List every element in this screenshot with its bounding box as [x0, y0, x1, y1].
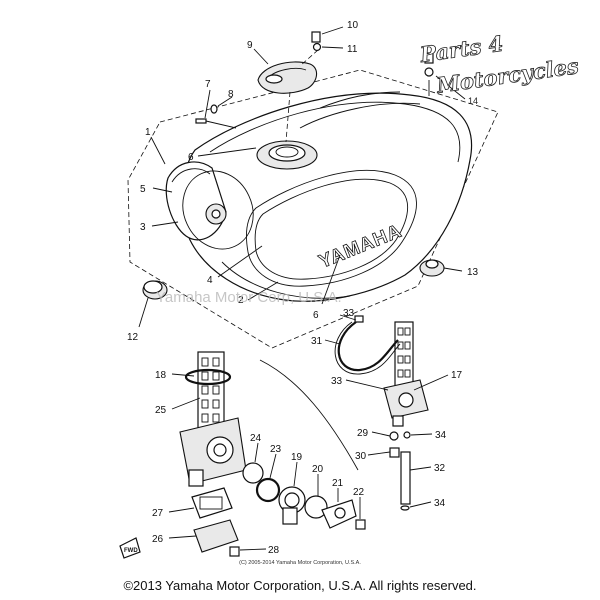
- logo-side-parts: [424, 52, 434, 96]
- fuel-hose-31: [337, 321, 399, 372]
- gasket-27: [191, 487, 233, 519]
- tank-cap-12: [142, 280, 168, 300]
- callout-25: 25: [155, 405, 167, 416]
- gasket-24: [242, 462, 264, 484]
- cup-26: [193, 519, 239, 553]
- callout-6a: 6: [188, 152, 194, 163]
- callout-8: 8: [228, 89, 234, 100]
- callout-34a: 34: [435, 430, 447, 441]
- fuel-pipe-32: [400, 451, 411, 505]
- callout-12: 12: [127, 332, 139, 343]
- logo-line1: Parts 4: [418, 31, 505, 67]
- callout-32: 32: [434, 463, 446, 474]
- diagram-copyright-small: (C) 2005-2014 Yamaha Motor Corporation, …: [239, 560, 361, 566]
- fuel-tank: YAMAHA: [165, 91, 473, 302]
- screw-30: [389, 447, 400, 458]
- washer-29: [389, 431, 399, 441]
- clip-33: [354, 315, 364, 323]
- callout-18: 18: [155, 370, 167, 381]
- callout-29: 29: [357, 428, 369, 439]
- callout-20: 20: [312, 464, 324, 475]
- callout-30: 30: [355, 451, 367, 462]
- callout-22: 22: [353, 487, 365, 498]
- callout-10: 10: [347, 20, 359, 31]
- callout-numbers: 1 2 3 4 5 6 6 7 8 9 10 11 12 13 17 18 19…: [127, 20, 479, 556]
- callout-2: 2: [238, 295, 244, 306]
- fuel-cock-left: FWD: [119, 351, 366, 559]
- cap-screw: [311, 31, 321, 43]
- callout-19: 19: [291, 452, 303, 463]
- screw-22: [355, 519, 366, 530]
- callout-13: 13: [467, 267, 479, 278]
- callout-31: 31: [311, 336, 323, 347]
- fwd-label: FWD: [124, 548, 138, 554]
- leader-lines: [138, 26, 466, 551]
- callout-33b: 33: [331, 376, 343, 387]
- oring-18: [184, 368, 232, 386]
- parts4motorcycles-logo: Parts 4 Motorcycles 14: [417, 30, 580, 106]
- callout-4: 4: [207, 275, 213, 286]
- fuel-cap-assembly: [257, 31, 322, 143]
- callout-17: 17: [451, 370, 463, 381]
- cap-washer: [312, 42, 322, 52]
- callout-1: 1: [145, 127, 151, 138]
- callout-11: 11: [347, 44, 358, 55]
- lever-19: [278, 486, 306, 525]
- callout-5: 5: [140, 184, 146, 195]
- copyright-footer: ©2013 Yamaha Motor Corporation, U.S.A. A…: [123, 578, 477, 593]
- callout-28: 28: [268, 545, 280, 556]
- fwd-arrow: [119, 537, 141, 559]
- screw-28: [229, 546, 240, 557]
- wave-washer-20: [304, 495, 328, 519]
- callout-33a: 33: [343, 308, 355, 319]
- callout-23: 23: [270, 444, 282, 455]
- callout-26: 26: [152, 534, 164, 545]
- callout-9: 9: [247, 40, 253, 51]
- watermark: Yamaha Motor Corp, U.S.A.: [156, 289, 342, 306]
- bolt-washer: [195, 104, 237, 129]
- damper-13: [419, 259, 445, 277]
- clip-34a: [403, 431, 411, 439]
- callout-6b: 6: [313, 310, 319, 321]
- variant-divider: [259, 359, 359, 471]
- oring-23: [255, 477, 281, 503]
- callout-21: 21: [332, 478, 344, 489]
- callout-14: 14: [468, 96, 478, 106]
- fuel-cock-right: [334, 315, 429, 511]
- callout-7: 7: [205, 79, 211, 90]
- fuel-cap: [257, 61, 318, 94]
- clip-34b: [400, 505, 410, 511]
- callout-3: 3: [140, 222, 146, 233]
- callout-24: 24: [250, 433, 262, 444]
- callout-27: 27: [152, 508, 164, 519]
- callout-34b: 34: [434, 498, 446, 509]
